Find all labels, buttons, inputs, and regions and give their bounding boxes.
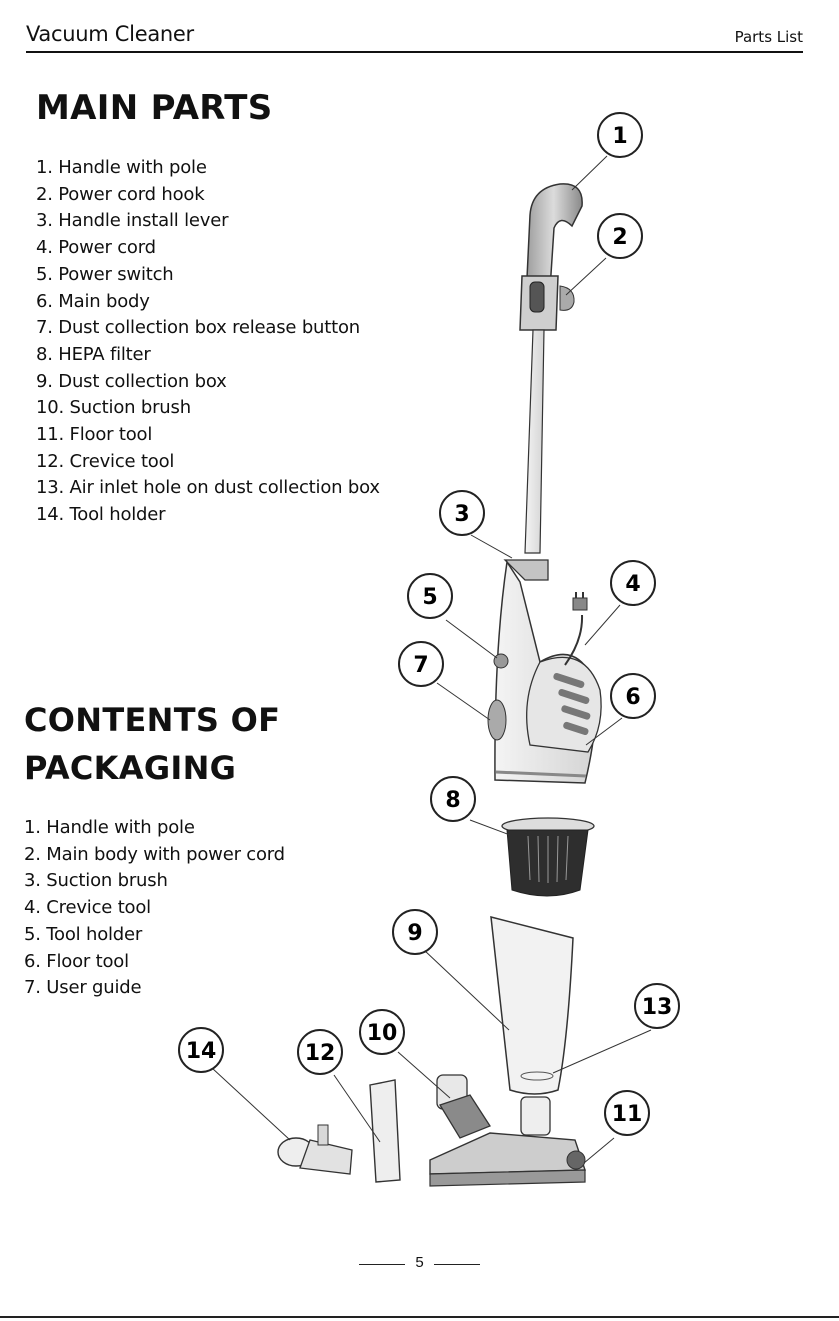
callout-circle bbox=[297, 1029, 343, 1075]
callout-circle bbox=[439, 490, 485, 536]
page-footer: 5 bbox=[0, 1252, 839, 1276]
tool-holder-illustration bbox=[277, 1124, 353, 1175]
callout-number: 1 bbox=[612, 124, 627, 149]
callout-number: 14 bbox=[186, 1039, 217, 1064]
callout-number: 3 bbox=[454, 502, 469, 527]
callout-13: 13 bbox=[634, 983, 680, 1029]
callout-9: 9 bbox=[392, 909, 438, 955]
dust-collection-box-illustration bbox=[490, 916, 574, 1095]
callout-12: 12 bbox=[297, 1029, 343, 1075]
callout-circle bbox=[359, 1009, 405, 1055]
callout-number: 4 bbox=[625, 572, 640, 597]
callout-circle bbox=[398, 641, 444, 687]
list-item: 1. Handle with pole bbox=[24, 817, 195, 838]
callout-circle bbox=[178, 1027, 224, 1073]
callout-number: 5 bbox=[422, 585, 437, 610]
bottom-rule bbox=[0, 1316, 839, 1318]
main-body-illustration bbox=[487, 559, 602, 784]
callout-circle bbox=[407, 573, 453, 619]
handle-with-pole-illustration bbox=[519, 183, 583, 554]
list-item: 3. Suction brush bbox=[24, 870, 168, 892]
callout-number: 6 bbox=[625, 685, 640, 710]
callout-8: 8 bbox=[430, 776, 476, 822]
callout-4: 4 bbox=[610, 560, 656, 606]
callout-6: 6 bbox=[610, 673, 656, 719]
callout-10: 10 bbox=[359, 1009, 405, 1055]
callout-circle bbox=[610, 560, 656, 606]
callout-5: 5 bbox=[407, 573, 453, 619]
floor-tool-illustration bbox=[429, 1096, 586, 1187]
suction-brush-illustration bbox=[436, 1074, 491, 1139]
footer-rule-right bbox=[434, 1264, 480, 1265]
callout-leader-lines bbox=[211, 155, 652, 1164]
contents-heading: CONTENTS OF PACKAGING bbox=[24, 701, 281, 787]
callout-number: 12 bbox=[305, 1041, 336, 1066]
callout-circle bbox=[604, 1090, 650, 1136]
document-title: Vacuum Cleaner bbox=[26, 22, 194, 46]
callout-1: 1 bbox=[597, 112, 643, 158]
callout-number: 10 bbox=[367, 1021, 398, 1046]
callout-3: 3 bbox=[439, 490, 485, 536]
header-rule bbox=[26, 51, 803, 53]
list-item: 14. Tool holder bbox=[36, 504, 166, 526]
list-item: 10. Suction brush bbox=[36, 397, 191, 419]
callout-number: 13 bbox=[642, 995, 673, 1020]
callout-circle bbox=[597, 112, 643, 158]
section-label: Parts List bbox=[734, 28, 803, 46]
callout-number: 2 bbox=[612, 225, 627, 250]
list-item: 7. User guide bbox=[24, 977, 142, 999]
callout-circle bbox=[597, 213, 643, 259]
main-parts-list: 1. Handle with pole 2. Power cord hook 3… bbox=[36, 155, 380, 529]
callout-2: 2 bbox=[597, 213, 643, 259]
list-item: 5. Tool holder bbox=[24, 923, 143, 945]
callout-number: 7 bbox=[413, 653, 428, 678]
crevice-tool-illustration bbox=[369, 1079, 401, 1183]
callout-number: 8 bbox=[445, 788, 460, 813]
callout-circle bbox=[392, 909, 438, 955]
callout-7: 7 bbox=[398, 641, 444, 687]
footer-rule-left bbox=[359, 1264, 405, 1265]
callout-circle bbox=[610, 673, 656, 719]
list-item: 5. Power switch bbox=[36, 263, 174, 285]
page-header: Vacuum Cleaner Parts List bbox=[26, 22, 803, 52]
list-item: 13. Air inlet hole on dust collection bo… bbox=[36, 477, 380, 499]
list-item: 2. Main body with power cord bbox=[24, 843, 285, 865]
hepa-filter-illustration bbox=[501, 817, 595, 897]
callout-14: 14 bbox=[178, 1027, 224, 1073]
callout-number: 11 bbox=[612, 1102, 643, 1127]
page-number: 5 bbox=[415, 1254, 424, 1271]
contents-list: 1. Handle with pole 2. Main body with po… bbox=[24, 815, 285, 1002]
list-item: 6. Floor tool bbox=[24, 950, 129, 972]
list-item: 9. Dust collection box bbox=[36, 370, 227, 392]
list-item: 11. Floor tool bbox=[36, 424, 153, 446]
list-item: 4. Power cord bbox=[36, 237, 156, 259]
list-item: 8. HEPA filter bbox=[36, 343, 151, 365]
list-item: 12. Crevice tool bbox=[36, 450, 175, 472]
list-item: 4. Crevice tool bbox=[24, 897, 151, 919]
callout-circle bbox=[430, 776, 476, 822]
list-item: 2. Power cord hook bbox=[36, 183, 205, 205]
main-parts-heading: MAIN PARTS bbox=[36, 88, 273, 128]
list-item: 6. Main body bbox=[36, 290, 150, 312]
callout-11: 11 bbox=[604, 1090, 650, 1136]
list-item: 3. Handle install lever bbox=[36, 210, 229, 232]
list-item: 1. Handle with pole bbox=[36, 157, 207, 178]
callout-number: 9 bbox=[407, 921, 422, 946]
callout-circle bbox=[634, 983, 680, 1029]
list-item: 7. Dust collection box release button bbox=[36, 317, 360, 339]
